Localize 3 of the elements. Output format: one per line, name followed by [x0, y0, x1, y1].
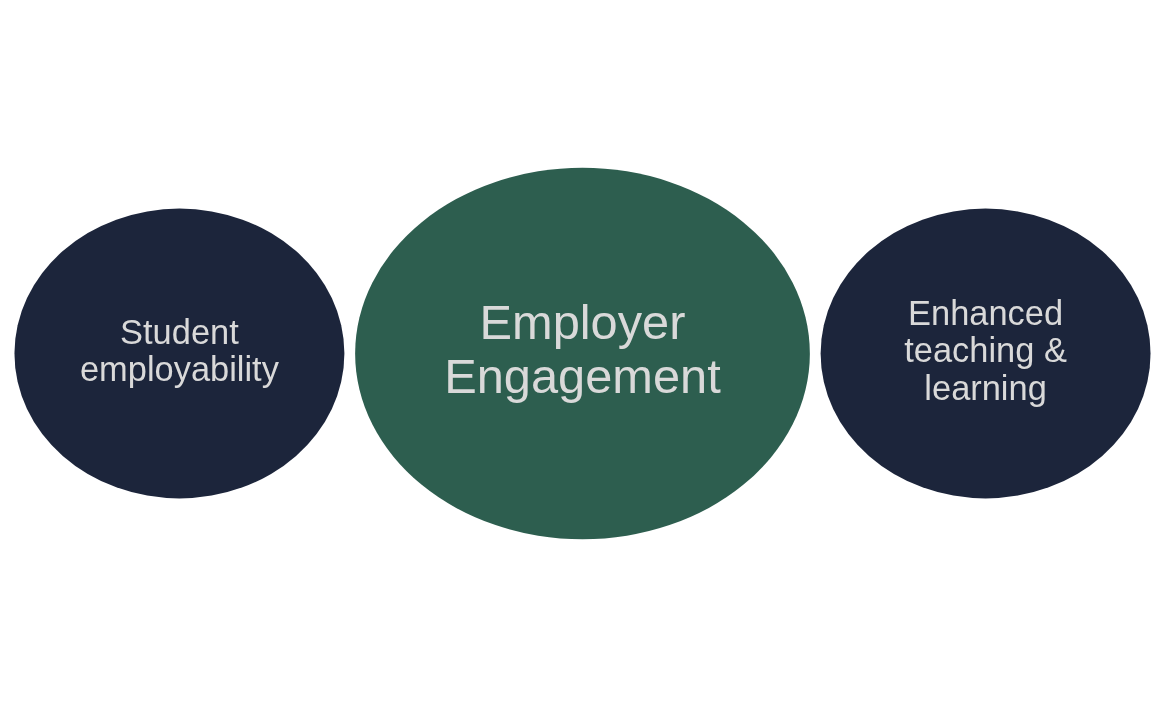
node-ellipse: Employer Engagement [355, 167, 810, 539]
node-ellipse: Student employability [14, 208, 345, 498]
node-ellipse: Enhanced teaching & learning [820, 208, 1151, 498]
